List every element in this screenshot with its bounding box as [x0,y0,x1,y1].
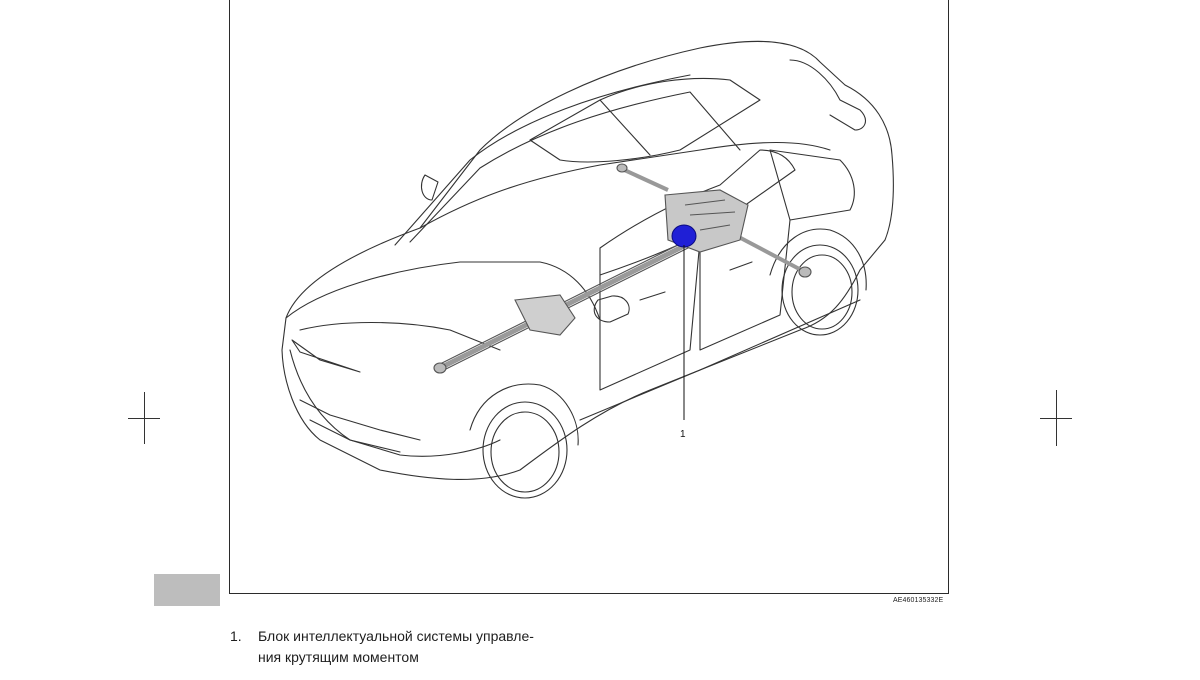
front-door [599,239,701,391]
legend-item-number: 1. [230,628,242,644]
rear-spoiler [789,59,866,131]
windshield-inner [409,91,741,243]
side-crease [579,299,861,421]
hood-crease [299,321,501,351]
hood [285,261,601,321]
sunroof [529,77,761,163]
door-handle-rear [729,261,753,271]
front-wheel [482,401,568,499]
side-window-rear [769,149,855,221]
headlight [291,339,361,373]
windshield [394,74,691,246]
legend-item-text: Блок интеллектуальной системы управле- н… [258,626,678,668]
front-fascia [289,349,501,457]
rear-wheel-rim [791,254,853,330]
rear-hub-left [616,163,628,173]
rear-drive-detail [684,199,736,231]
rear-wheel-arch [769,228,867,291]
side-window-front [599,149,796,276]
front-diff [514,294,576,336]
page-tab-marker [154,574,220,606]
rear-door [699,219,791,351]
front-wheel-rim [490,411,560,493]
rear-wheel [781,244,859,336]
figure-code: AE460135332E [893,597,944,604]
car-body-outline [281,40,894,480]
far-mirror [420,174,439,201]
registration-mark-right [1040,390,1072,446]
rear-hub-right [798,266,812,278]
sunroof-divider [599,99,651,156]
roof-line [419,141,831,229]
driveline [433,163,812,374]
vehicle-drawing: 1 [281,40,894,499]
rear-halfshaft-left [619,166,669,192]
front-axle-end [433,362,447,374]
legend-item-line-2: ния крутящим моментом [258,649,419,665]
front-wheel-arch [469,383,579,446]
callout-number-1: 1 [680,429,686,440]
torque-unit-highlight [671,224,697,248]
grille [299,399,421,453]
door-handle-front [639,291,666,301]
side-mirror [593,295,630,323]
registration-mark-left [128,392,160,444]
legend-item-line-1: Блок интеллектуальной системы управле- [258,628,534,644]
rear-halfshaft-right [734,233,806,274]
